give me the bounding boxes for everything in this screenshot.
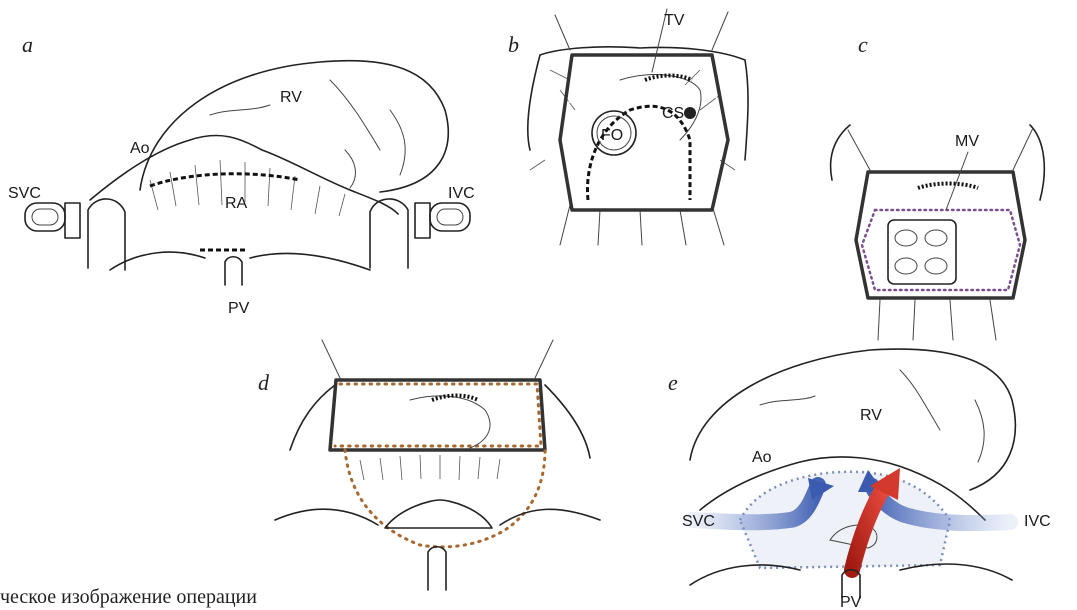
svc-cannula-lumen: [32, 209, 58, 225]
panel-a-label-ao: Ao: [130, 140, 150, 157]
panel-c: c MV: [831, 32, 1045, 340]
panel-c-stay-sutures: [848, 128, 1033, 340]
ivc-snare: [415, 203, 430, 238]
figure-caption: ческое изображение операции: [0, 586, 257, 609]
panel-e-label-svc: SVC: [682, 513, 715, 530]
panel-a: a RV Ao RA SVC IVC PV: [8, 32, 475, 317]
panel-d-pv-orifice: [385, 500, 492, 528]
panel-e-label-ivc: IVC: [1024, 513, 1051, 530]
panel-b-retractor-frame: [560, 55, 728, 210]
panel-c-patch-suture: [862, 210, 1020, 290]
panel-a-label-pv: PV: [228, 300, 250, 317]
svc-cannula: [25, 203, 65, 231]
pulmonary-vein-orifice: [895, 230, 917, 246]
panel-d-letter: d: [258, 370, 270, 395]
panel-c-pulmonary-veins: [888, 220, 956, 284]
panel-e-label-rv: RV: [860, 407, 882, 424]
panel-a-label-ivc: IVC: [448, 185, 475, 202]
panel-a-heart-outline: [140, 61, 448, 192]
panel-b-tv-leaflet: [645, 76, 692, 81]
panel-b: b TV CS FO: [508, 9, 748, 245]
panel-a-base: [110, 252, 370, 270]
panel-c-retractor-frame: [856, 172, 1025, 298]
panel-d-stay-sutures: [322, 340, 553, 378]
ivc-tourniquet: [370, 199, 408, 268]
panel-d-base: [275, 509, 600, 525]
panel-a-label-svc: SVC: [8, 185, 41, 202]
svc-tourniquet: [88, 199, 125, 270]
panel-c-mv-leader: [946, 152, 968, 210]
panel-a-label-rv: RV: [280, 89, 302, 106]
panel-c-mv-leaflet: [918, 184, 978, 189]
panel-d-upper-suture: [335, 384, 541, 446]
panel-e: e RV Ao SVC IVC PV: [668, 349, 1051, 610]
panel-c-frame-inner: [860, 175, 1021, 295]
pulmonary-vein-orifice: [925, 258, 947, 274]
panel-a-label-ra: RA: [225, 195, 248, 212]
panel-a-pv-vessel: [225, 257, 242, 285]
panel-e-heart-outline: [690, 349, 1015, 490]
panel-d-hatch: [360, 455, 500, 480]
panel-d-lower-suture: [345, 450, 545, 547]
panel-b-frame-inner: [564, 58, 724, 207]
coronary-sinus-ostium: [684, 107, 696, 119]
panel-a-vessels: [210, 80, 405, 188]
ivc-cannula: [430, 203, 470, 231]
panel-b-letter: b: [508, 32, 519, 57]
panel-d-pv-vessel: [428, 547, 446, 590]
panel-b-label-tv: TV: [664, 12, 685, 29]
panel-e-letter: e: [668, 370, 678, 395]
panel-e-label-pv: PV: [840, 594, 862, 610]
panel-a-letter: a: [22, 32, 33, 57]
panel-b-label-cs: CS: [662, 105, 684, 122]
pulmonary-vein-orifice: [895, 258, 917, 274]
panel-d-retractor-frame: [330, 380, 545, 450]
panel-b-label-fo: FO: [601, 127, 623, 144]
ivc-cannula-lumen: [437, 209, 463, 225]
pulmonary-vein-orifice: [925, 230, 947, 246]
panel-c-label-mv: MV: [955, 133, 979, 150]
panel-c-letter: c: [858, 32, 868, 57]
panel-a-atrium-hatch: [150, 160, 345, 216]
svc-snare: [65, 203, 80, 238]
panel-d-inner-fold: [410, 396, 490, 448]
panel-d: d: [258, 340, 600, 590]
panel-e-label-ao: Ao: [752, 449, 772, 466]
